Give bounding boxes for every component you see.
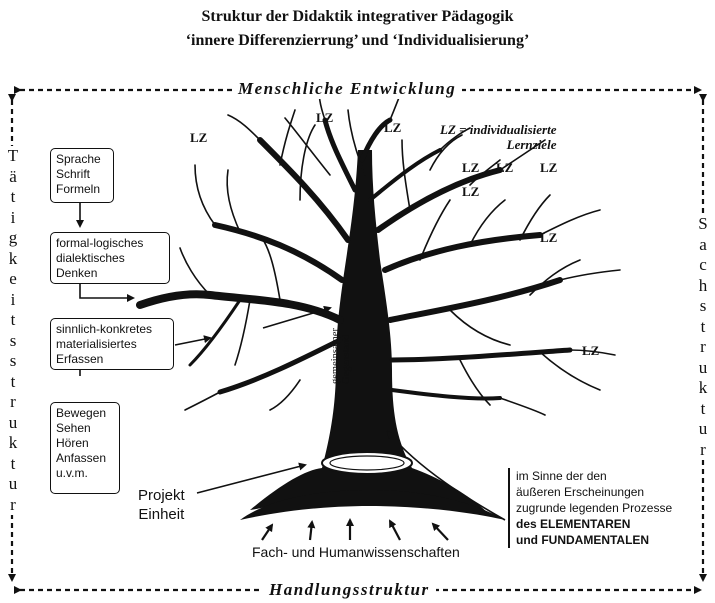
- box-line: materialisiertes: [56, 337, 168, 352]
- vertical-letter: k: [699, 378, 708, 399]
- box-line: Schrift: [56, 167, 108, 182]
- box-line: Sehen: [56, 421, 114, 436]
- lz-definition: LZ = individualisierte Lernziele: [440, 122, 556, 152]
- projekt-line: Projekt: [138, 486, 185, 505]
- trunk-base-ring: [322, 452, 412, 474]
- vertical-letter: r: [700, 440, 706, 461]
- lz-definition-line: Lernziele: [440, 137, 556, 152]
- sinne-line: im Sinne der den: [516, 468, 672, 484]
- box-sprache: Sprache Schrift Formeln: [50, 148, 114, 203]
- lz-label: LZ: [540, 160, 557, 176]
- box-line: Formeln: [56, 182, 108, 197]
- box-erfassen: sinnlich-konkretes materialisiertes Erfa…: [50, 318, 174, 370]
- vertical-letter: t: [11, 454, 16, 475]
- vertical-letter: s: [10, 351, 17, 372]
- sinne-line: und FUNDAMENTALEN: [516, 532, 672, 548]
- projekt-line: Einheit: [138, 505, 185, 524]
- box-line: Anfassen: [56, 451, 114, 466]
- box-line: Sprache: [56, 152, 108, 167]
- frame-label-top: Menschliche Entwicklung: [232, 79, 462, 99]
- box-line: Bewegen: [56, 406, 114, 421]
- lz-label: LZ: [316, 110, 333, 126]
- arrow-denken-to-branch: [80, 283, 133, 298]
- vertical-letter: u: [699, 419, 708, 440]
- sinne-line: äußeren Erscheinungen: [516, 484, 672, 500]
- vertical-letter: ä: [9, 167, 17, 188]
- branch: [140, 294, 340, 320]
- vertical-letter: k: [9, 249, 18, 270]
- vertical-letter: r: [10, 495, 16, 516]
- lz-label: LZ: [384, 120, 401, 136]
- arrow-erfassen-to-branch: [175, 338, 210, 345]
- lz-label: LZ: [496, 160, 513, 176]
- vertical-letter: u: [9, 413, 18, 434]
- branch: [220, 340, 340, 392]
- box-denken: formal-logisches dialektisches Denken: [50, 232, 170, 284]
- trunk-label: gemeinsamer Gegenstand: [330, 328, 352, 384]
- projekt-einheit-label: Projekt Einheit: [138, 486, 185, 524]
- vertical-letter: i: [11, 208, 16, 229]
- vertical-letter: S: [698, 214, 707, 235]
- lz-label: LZ: [582, 343, 599, 359]
- vertical-letter: k: [9, 433, 18, 454]
- vertical-letter: s: [700, 296, 707, 317]
- trunk-label-line: gemeinsamer: [330, 328, 341, 384]
- vertical-letter: g: [9, 228, 18, 249]
- lz-definition-line: LZ = individualisierte: [440, 122, 556, 137]
- arrow-to-trunk: [263, 308, 330, 328]
- box-line: sinnlich-konkretes: [56, 322, 168, 337]
- lz-label: LZ: [540, 230, 557, 246]
- box-line: Denken: [56, 266, 164, 281]
- vertical-letter: r: [10, 392, 16, 413]
- box-line: Erfassen: [56, 352, 168, 367]
- fach-label: Fach- und Humanwissenschaften: [252, 544, 460, 560]
- vertical-letter: t: [11, 372, 16, 393]
- lz-label: LZ: [462, 160, 479, 176]
- box-line: dialektisches: [56, 251, 164, 266]
- branch: [190, 300, 240, 365]
- lz-label: LZ: [462, 184, 479, 200]
- frame-label-bottom: Handlungsstruktur: [263, 580, 436, 600]
- sinne-line: zugrunde legenden Prozesse: [516, 500, 672, 516]
- box-line: u.v.m.: [56, 466, 114, 481]
- vertical-letter: e: [9, 269, 17, 290]
- tree-trunk: [322, 150, 412, 468]
- vertical-letter: a: [699, 235, 707, 256]
- branch: [385, 235, 540, 270]
- vertical-letter: t: [701, 399, 706, 420]
- box-line: Hören: [56, 436, 114, 451]
- vertical-letter: t: [11, 187, 16, 208]
- vertical-letter: r: [700, 337, 706, 358]
- sinne-line: des ELEMENTAREN: [516, 516, 672, 532]
- vertical-letter: u: [9, 474, 18, 495]
- branch: [390, 280, 560, 320]
- vertical-letter: c: [699, 255, 707, 276]
- sinne-text-block: im Sinne der den äußeren Erscheinungen z…: [508, 468, 672, 548]
- vertical-letter: t: [11, 310, 16, 331]
- box-bewegen: Bewegen Sehen Hören Anfassen u.v.m.: [50, 402, 120, 494]
- vertical-letter: s: [10, 331, 17, 352]
- vertical-letter: i: [11, 290, 16, 311]
- box-line: formal-logisches: [56, 236, 164, 251]
- trunk-label-line: Gegenstand: [341, 328, 352, 384]
- lz-label: LZ: [190, 130, 207, 146]
- vertical-letter: u: [699, 358, 708, 379]
- vertical-letter: t: [701, 317, 706, 338]
- branch: [215, 225, 342, 280]
- vertical-letter: T: [8, 146, 18, 167]
- vertical-letter: h: [699, 276, 708, 297]
- fach-arrows: [262, 520, 448, 540]
